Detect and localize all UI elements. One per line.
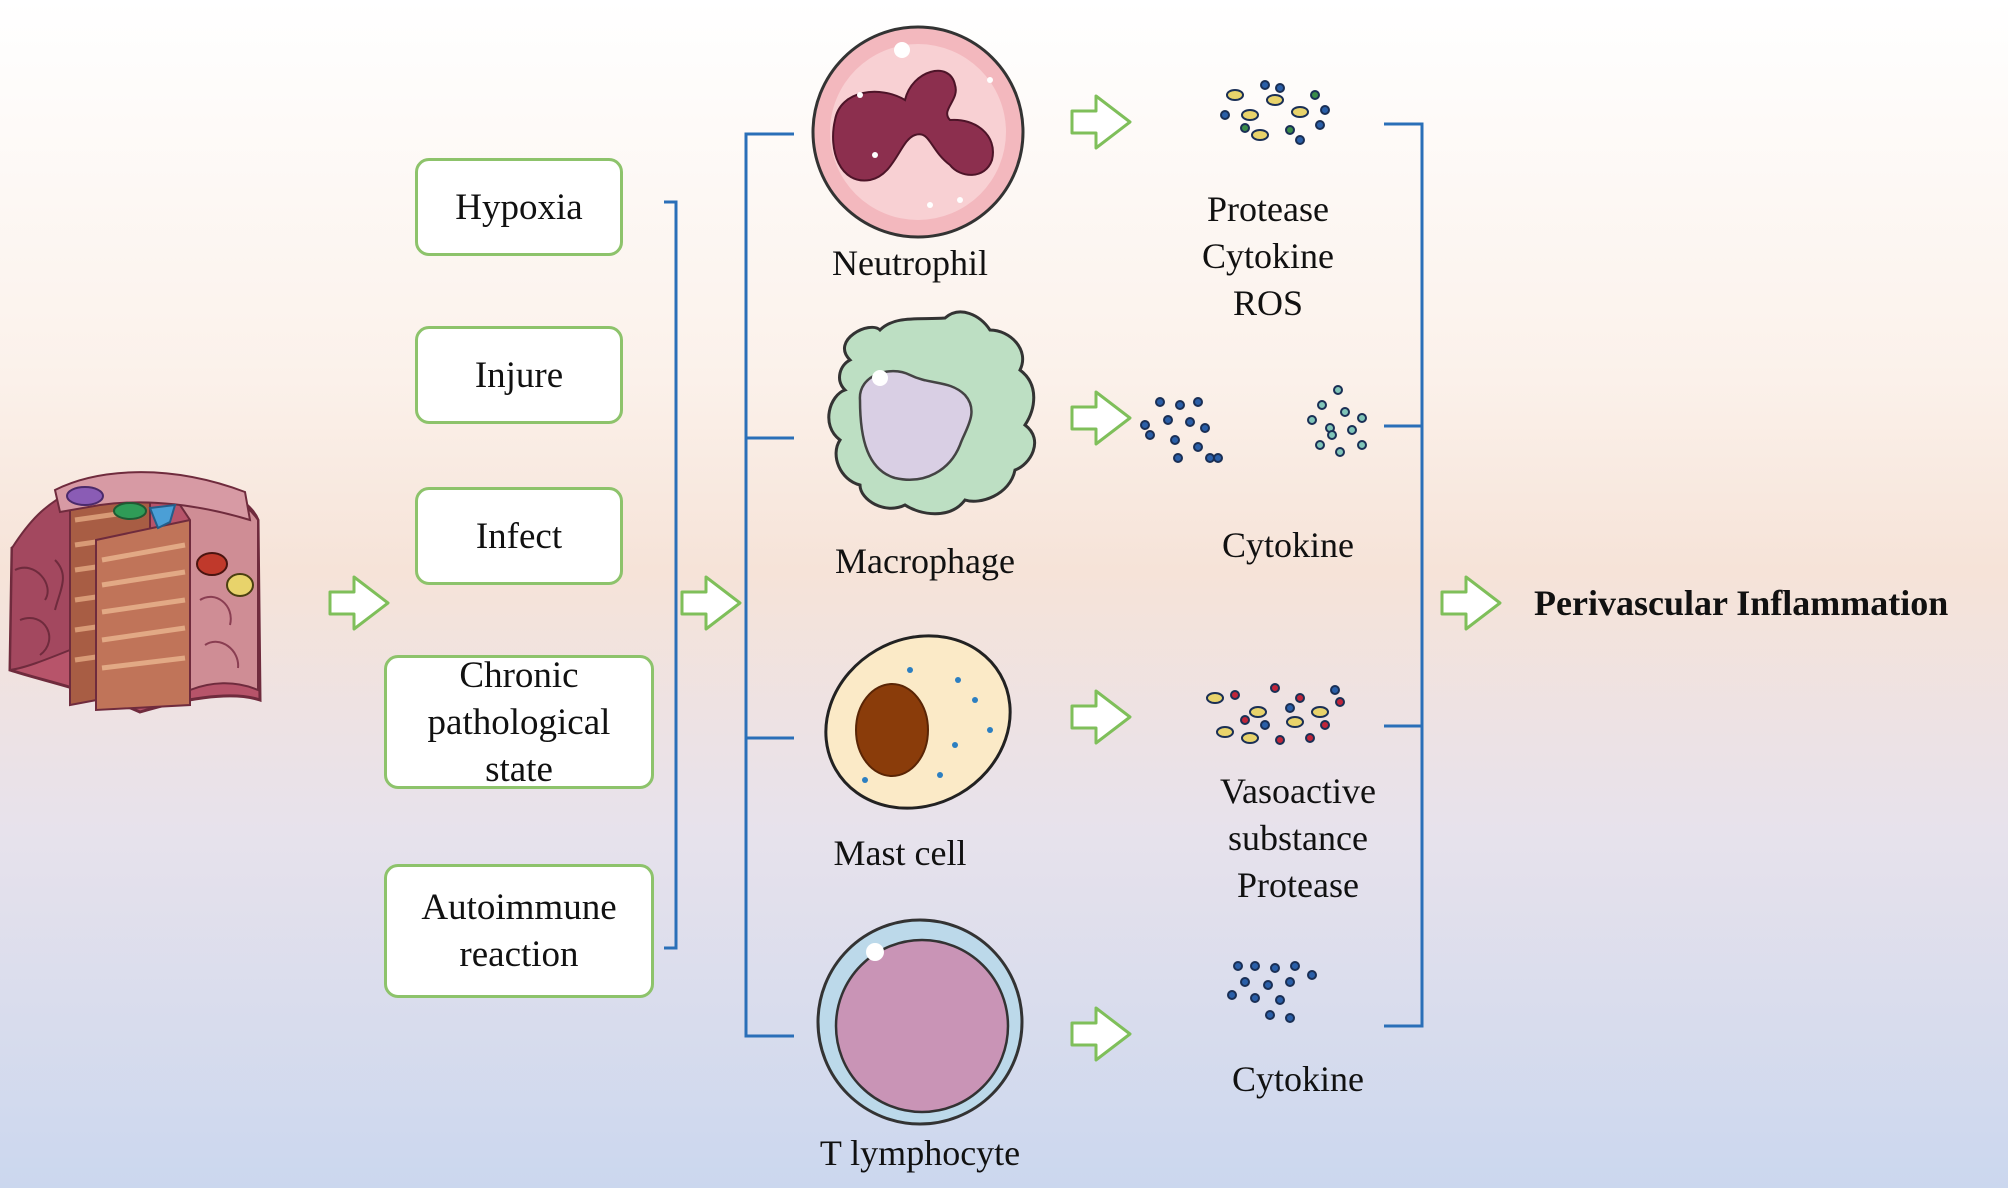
mast-cell-icon bbox=[824, 634, 1012, 810]
macrophage-cell-icon bbox=[827, 310, 1037, 516]
t-lymphocyte-products-label: Cytokine bbox=[1232, 1059, 1364, 1099]
arrow-icon bbox=[1070, 390, 1132, 446]
t-lymphocyte-cell-icon bbox=[816, 918, 1024, 1126]
cause-infect-label: Infect bbox=[475, 515, 563, 557]
causes-bracket bbox=[664, 200, 678, 950]
neutrophil-label: Neutrophil bbox=[832, 243, 988, 283]
mast-cell-products-label: Vasoactive substance Protease bbox=[1220, 771, 1376, 905]
macrophage-label: Macrophage bbox=[835, 541, 1015, 581]
cause-hypoxia-label: Hypoxia bbox=[455, 186, 583, 228]
result-label: Perivascular Inflammation bbox=[1534, 583, 1949, 623]
arrow-icon bbox=[1070, 1006, 1132, 1062]
products-bracket bbox=[1384, 122, 1424, 1028]
particles-mixed-icon bbox=[1220, 80, 1330, 145]
particles-blue-icon bbox=[1140, 397, 1223, 463]
neutrophil-products-label: Protease Cytokine ROS bbox=[1202, 189, 1334, 323]
vessel-wall-illustration bbox=[8, 471, 262, 714]
arrow-icon bbox=[680, 575, 742, 631]
cause-injure-box: Injure bbox=[415, 326, 623, 424]
cause-infect-box: Infect bbox=[415, 487, 623, 585]
particles-red-yellow-icon bbox=[1206, 683, 1345, 745]
macrophage-products-label: Cytokine bbox=[1222, 525, 1354, 565]
t-lymphocyte-label: T lymphocyte bbox=[819, 1133, 1021, 1173]
neutrophil-cell-icon bbox=[811, 25, 1025, 239]
cause-chronic-box: Chronic pathological state bbox=[384, 655, 654, 790]
arrow-icon bbox=[1070, 689, 1132, 745]
cause-autoimmune-label: Autoimmune reaction bbox=[421, 887, 617, 975]
cause-chronic-label: Chronic pathological state bbox=[427, 654, 611, 790]
cause-injure-label: Injure bbox=[474, 354, 564, 396]
arrow-icon bbox=[328, 575, 390, 631]
particles-teal-icon bbox=[1307, 385, 1367, 457]
cause-autoimmune-box: Autoimmune reaction bbox=[384, 864, 654, 998]
cause-hypoxia-box: Hypoxia bbox=[415, 158, 623, 256]
arrow-icon bbox=[1440, 575, 1502, 631]
mast-cell-label: Mast cell bbox=[833, 833, 967, 873]
particles-blue-icon bbox=[1227, 961, 1317, 1023]
cells-bracket bbox=[744, 132, 794, 1038]
arrow-icon bbox=[1070, 94, 1132, 150]
